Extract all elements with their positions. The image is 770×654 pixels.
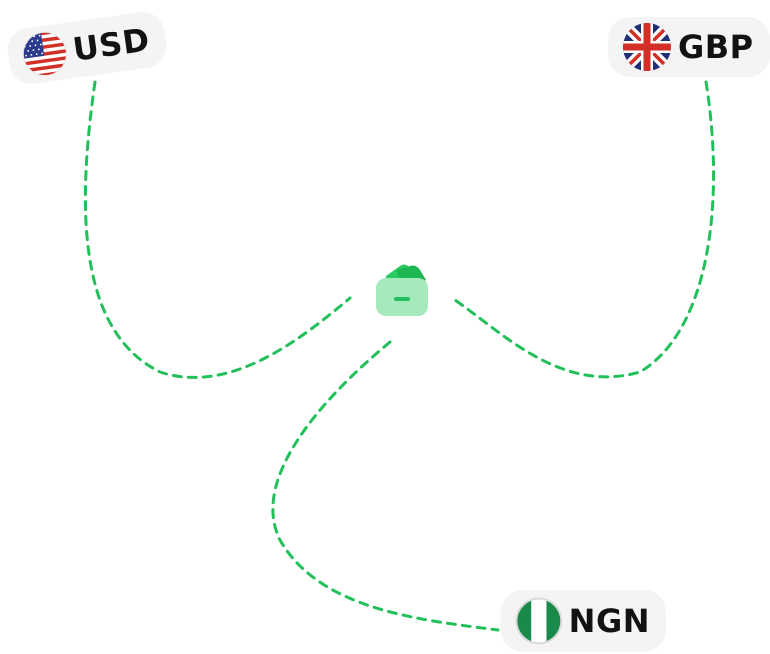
ngn-connector-line — [271, 340, 500, 632]
currency-gbp-chip: GBP — [608, 17, 770, 77]
uk-flag-icon — [623, 23, 671, 71]
gbp-connector-line — [450, 80, 716, 379]
wallet-icon — [376, 264, 428, 316]
usd-connector-line — [83, 80, 352, 379]
currency-code-usd: USD — [70, 20, 153, 69]
currency-ngn-chip: NGN — [501, 590, 666, 652]
currency-code-ngn: NGN — [568, 602, 650, 640]
wallet-hub — [370, 258, 434, 322]
currency-code-gbp: GBP — [678, 28, 754, 66]
us-flag-icon — [20, 29, 70, 79]
currency-usd-chip: USD — [4, 9, 170, 87]
nigeria-flag-icon — [515, 597, 563, 645]
